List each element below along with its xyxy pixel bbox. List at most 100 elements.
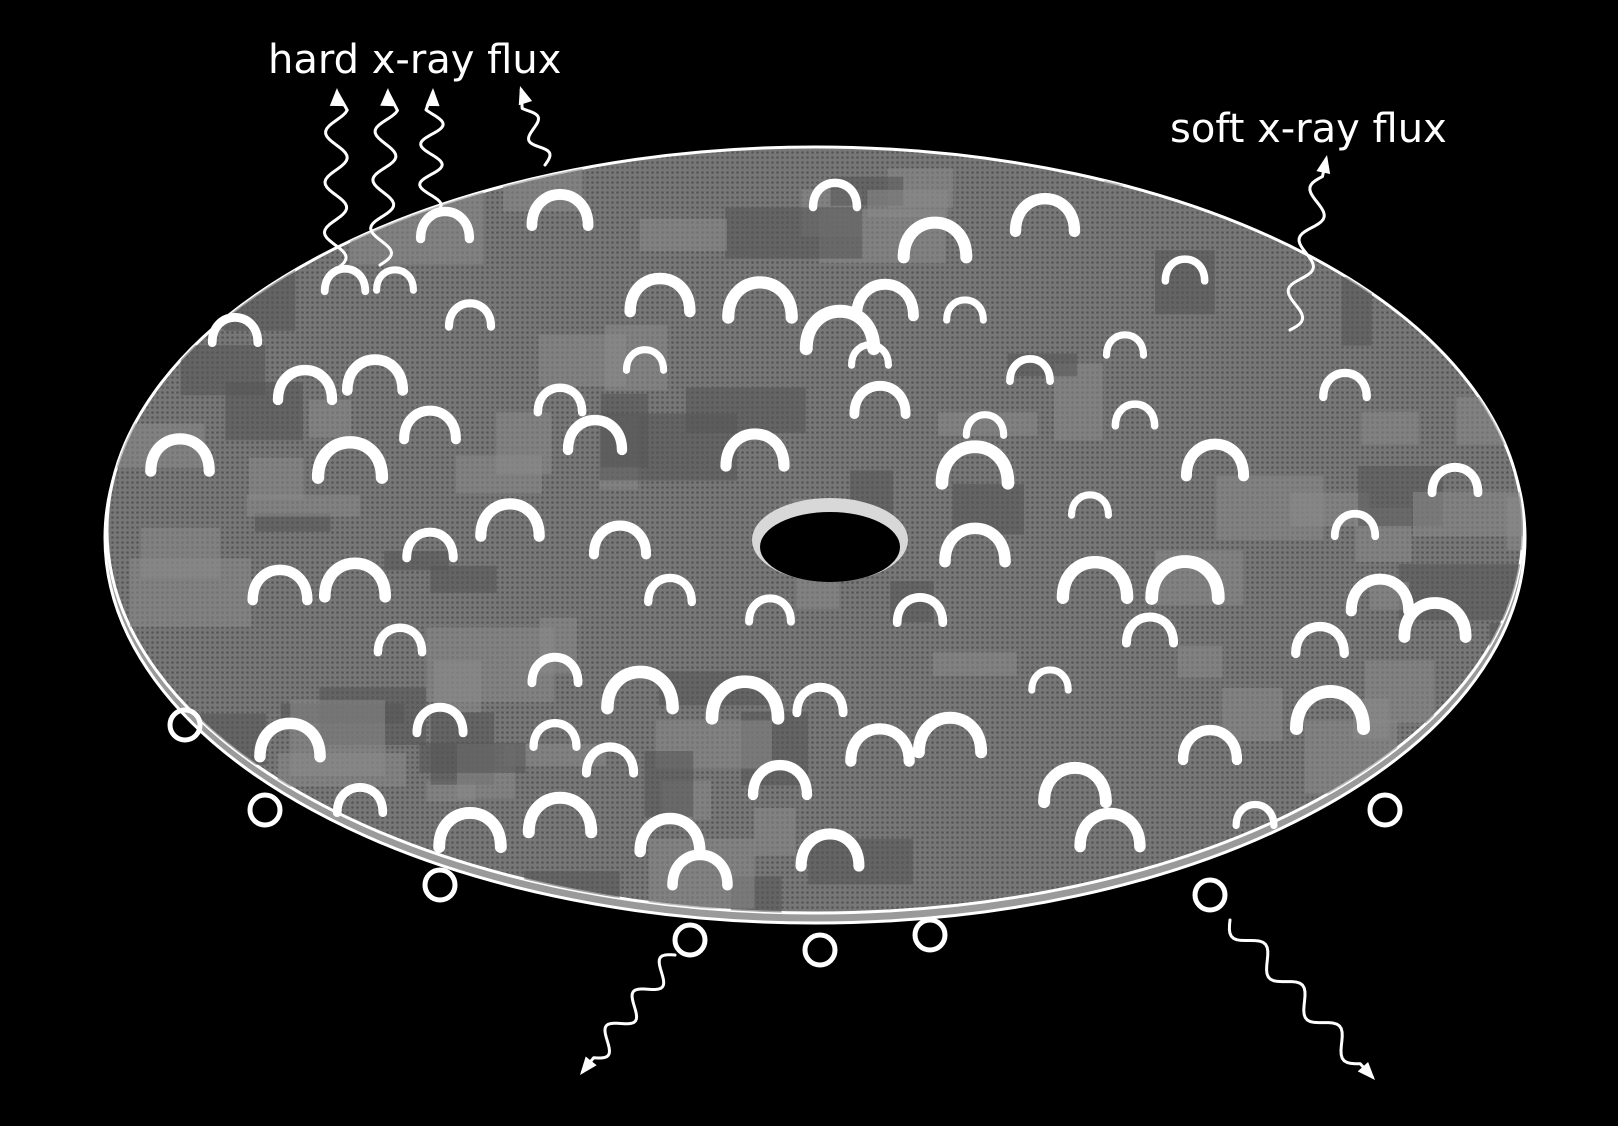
flare-loop (341, 354, 409, 396)
flare-loop (529, 719, 581, 752)
edge-flare-loop (672, 922, 708, 958)
flare-loop (1398, 597, 1472, 643)
flare-loop (1056, 556, 1134, 604)
flare-loop (848, 341, 892, 369)
texture-patch (1364, 660, 1435, 724)
flare-loop (845, 723, 915, 767)
texture-patch (725, 207, 863, 259)
texture-patch (384, 551, 449, 571)
texture-patch (248, 457, 304, 500)
flare-loop (588, 520, 652, 560)
flare-loop (207, 313, 263, 348)
flare-loop (634, 812, 706, 858)
flare-loop (527, 653, 583, 688)
wavy-arrow-shaft (418, 90, 445, 217)
flare-loop (332, 783, 388, 818)
hard-x-ray-label: hard x-ray flux (268, 37, 561, 83)
texture-patch (538, 334, 627, 387)
flare-loop (912, 711, 988, 759)
edge-flare-loop (167, 707, 203, 743)
flare-loop (1180, 438, 1250, 482)
flare-loop (851, 278, 919, 322)
edge-flare-loop (247, 792, 283, 828)
texture-patch (1412, 491, 1523, 537)
texture-patch (753, 807, 796, 856)
arrowhead-icon (1316, 155, 1331, 175)
arrowhead-icon (580, 1056, 597, 1075)
flare-loop (1345, 573, 1415, 617)
accretion-disk (103, 145, 1527, 968)
flare-loop (320, 265, 370, 296)
flare-loop (939, 522, 1011, 568)
texture-patch (419, 742, 526, 773)
edge-flare-loop (912, 917, 948, 953)
flare-loop (562, 414, 628, 456)
wavy-arrow-shaft (1227, 918, 1374, 1079)
flare-loop (415, 207, 475, 244)
flare-loop (1177, 724, 1243, 766)
texture-patch (180, 345, 266, 396)
flare-loop (935, 440, 1015, 490)
arrowhead-icon (425, 88, 440, 107)
texture-patch (1177, 646, 1223, 678)
flare-loop (399, 405, 461, 445)
flare-loop (745, 594, 795, 626)
flare-loop (311, 436, 389, 484)
flare-loop (475, 498, 545, 542)
texture-patch (639, 218, 727, 252)
flux-arrows (322, 86, 1375, 1080)
flare-loop (792, 682, 848, 718)
flare-loop (892, 593, 948, 628)
texture-patch (503, 743, 607, 767)
flare-loop (962, 411, 1008, 439)
texture-patch (290, 700, 386, 777)
flare-loop (1028, 666, 1072, 694)
soft-x-ray-label: soft x-ray flux (1170, 106, 1447, 152)
wavy-arrow-shaft (369, 90, 399, 267)
flare-loop (272, 364, 338, 406)
flare-loop (412, 702, 468, 738)
flare-loop (667, 849, 733, 891)
flare-loop (373, 266, 417, 294)
flare-loop (624, 272, 696, 318)
texture-patch (141, 527, 220, 579)
arrowhead-icon (518, 86, 533, 106)
flare-loop (1111, 400, 1159, 430)
texture-patch (246, 494, 360, 517)
edge-flare-loop (802, 932, 838, 968)
flare-loop (1121, 612, 1179, 648)
flare-loop (145, 433, 215, 477)
flare-loop (402, 527, 458, 563)
flare-loop (1161, 255, 1209, 285)
flare-loop (1330, 510, 1380, 541)
magnetic-flares (145, 178, 1483, 891)
flare-loop (526, 189, 594, 231)
wavy-arrow-shaft (519, 88, 552, 167)
flare-loop (1006, 355, 1054, 385)
flare-loop (808, 178, 862, 212)
flare-loop (373, 623, 427, 657)
edge-flare-loop (1367, 792, 1403, 828)
flare-loop (254, 717, 326, 763)
texture-patch (932, 652, 1017, 676)
flare-loop (722, 276, 798, 324)
wavy-arrow-shaft (580, 953, 677, 1074)
flare-loop (581, 742, 639, 778)
flare-loop (705, 675, 785, 725)
flare-loop (601, 665, 679, 715)
edge-flare-loop (1192, 877, 1228, 913)
flare-loop (1038, 762, 1112, 809)
flare-loop (247, 564, 313, 606)
flare-loop (1319, 368, 1371, 402)
flare-loop (1145, 555, 1225, 605)
flare-loop (849, 380, 911, 420)
texture-patch (867, 189, 949, 218)
texture-patch (1361, 411, 1419, 445)
texture-patch (685, 387, 806, 434)
flare-loop (318, 557, 392, 603)
flare-loop (1427, 463, 1483, 498)
flare-loop (1074, 807, 1146, 853)
flare-loop (943, 296, 987, 324)
texture-patch (938, 412, 1038, 436)
